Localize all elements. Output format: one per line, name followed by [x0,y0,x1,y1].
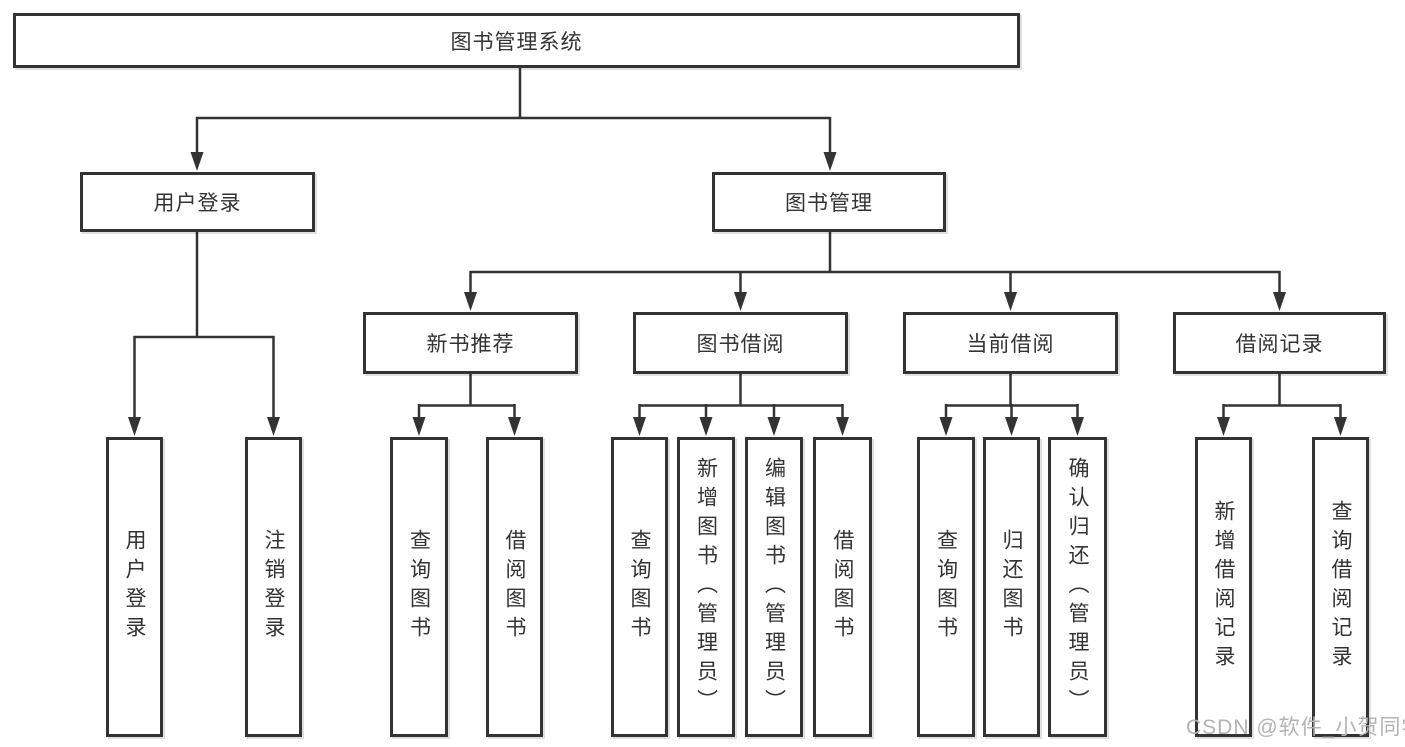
arrowhead-icon [190,152,204,171]
arrowhead-icon [1071,417,1084,436]
node-borrow-records: 借阅记录 [1173,312,1386,374]
node-book-borrow: 图书借阅 [633,312,848,374]
node-leaf-add-borrow-record: 新增借阅记录 [1195,437,1252,737]
arrowhead-icon [1004,292,1017,311]
arrowhead-icon [633,417,646,436]
watermark: CSDN @软件_小贺同学 [1186,716,1405,739]
node-label: 查询图书 [407,529,431,645]
arrowhead-icon [1005,417,1018,436]
node-label: 注销登录 [262,529,285,645]
node-label: 归还图书 [1000,529,1023,645]
node-new-book-recommend: 新书推荐 [363,312,578,374]
node-label: 借阅记录 [1235,333,1324,356]
arrowhead-icon [823,152,837,171]
node-label: 图书管理系统 [450,30,583,54]
arrowhead-icon [128,417,141,436]
node-leaf-query-books-borrow: 查询图书 [611,437,668,737]
connector-new-book-children [412,374,521,436]
node-label: 借阅图书 [503,529,526,645]
arrowhead-icon [1273,292,1286,311]
arrowhead-icon [1334,417,1347,436]
connector-book-borrow-children [633,374,849,436]
node-leaf-query-books-current: 查询图书 [917,437,975,737]
arrowhead-icon [836,417,849,436]
node-leaf-borrow-books: 借阅图书 [813,437,872,737]
node-current-borrow: 当前借阅 [903,312,1118,374]
node-leaf-confirm-return-admin: 确认归还（管理员） [1048,437,1107,737]
connector-user-login-children [128,232,280,436]
arrowhead-icon [508,417,521,436]
node-label: 新增借阅记录 [1212,500,1235,674]
node-label: 查询图书 [934,529,958,645]
node-label: 借阅图书 [831,529,854,645]
node-label: 图书管理 [785,192,873,215]
node-leaf-logout: 注销登录 [245,437,302,737]
node-label: 用户登录 [153,192,242,215]
connector-borrow-records-children [1217,374,1347,436]
node-root-system: 图书管理系统 [13,13,1020,68]
node-leaf-query-borrow-record: 查询借阅记录 [1312,437,1369,737]
node-user-login-module: 用户登录 [80,172,315,232]
arrowhead-icon [1217,417,1230,436]
node-label: 编辑图书（管理员） [762,456,786,718]
connector-book-mgmt-to-level3 [464,232,1286,311]
arrowhead-icon [767,417,781,436]
node-label: 查询图书 [628,529,651,645]
arrowhead-icon [412,417,426,436]
node-label: 新增图书（管理员） [694,456,718,718]
arrowhead-icon [464,292,477,311]
node-leaf-query-books-recommend: 查询图书 [390,437,448,737]
arrowhead-icon [939,417,953,436]
arrowhead-icon [267,417,280,436]
node-label: 当前借阅 [966,333,1055,356]
connector-root-to-level2 [190,68,837,171]
node-leaf-add-books-admin: 新增图书（管理员） [677,437,735,737]
node-label: 新书推荐 [426,333,515,356]
connector-current-borrow-children [939,374,1084,436]
node-label: 查询借阅记录 [1329,500,1352,674]
node-leaf-edit-books-admin: 编辑图书（管理员） [745,437,803,737]
node-book-management-module: 图书管理 [712,172,946,232]
node-leaf-borrow-books-recommend: 借阅图书 [486,437,543,737]
arrowhead-icon [699,417,713,436]
node-label: 图书借阅 [696,333,785,356]
arrowhead-icon [734,292,747,311]
node-label: 确认归还（管理员） [1066,456,1089,718]
node-leaf-user-login: 用户登录 [106,437,163,737]
node-leaf-return-books: 归还图书 [983,437,1040,737]
node-label: 用户登录 [123,529,146,645]
